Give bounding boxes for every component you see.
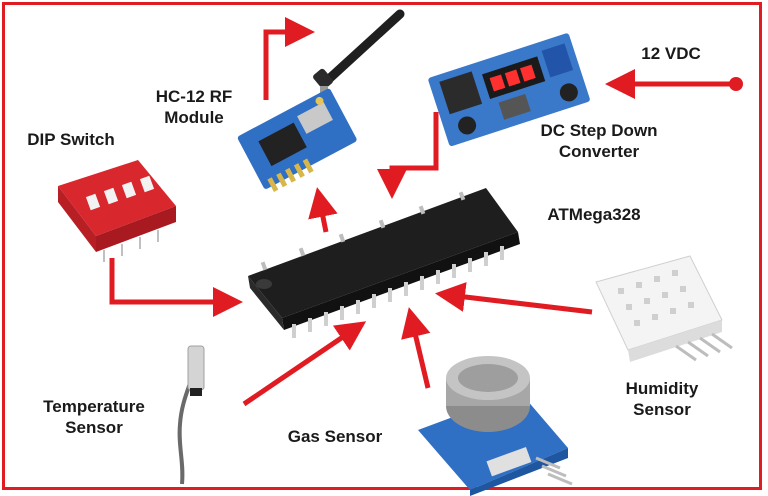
label-hc12-line2: Module [164, 108, 224, 127]
arrow-temperature-to-chip [242, 321, 367, 407]
label-hc12: HC-12 RF Module [138, 86, 250, 128]
arrow-chip-to-module [308, 187, 338, 233]
label-temp-line1: Temperature [43, 397, 145, 416]
label-hc12-line1: HC-12 RF [155, 87, 233, 106]
temperature-probe-icon [177, 345, 205, 485]
label-12vdc: 12 VDC [641, 44, 701, 63]
diagram-frame [2, 2, 762, 490]
label-temp-line2: Sensor [65, 418, 123, 437]
label-humidity: Humidity Sensor [604, 378, 720, 420]
arrow-gas-to-chip [401, 307, 431, 389]
label-dc-line1: DC Step Down [540, 121, 658, 140]
dip-switch-icon [58, 160, 176, 262]
arrow-dip-to-chip [109, 258, 243, 317]
label-humidity-line1: Humidity [625, 379, 699, 398]
label-dc-converter: DC Step Down Converter [524, 120, 674, 162]
arrow-module-to-antenna [263, 17, 315, 100]
label-atmega: ATMega328 [547, 205, 641, 224]
vdc-source-dot [729, 77, 743, 91]
microcontroller-chip-icon [248, 188, 520, 338]
label-humidity-line2: Sensor [633, 400, 691, 419]
label-temperature: Temperature Sensor [18, 396, 170, 438]
label-dc-line2: Converter [558, 142, 640, 161]
arrow-converter-to-chip [377, 112, 439, 199]
humidity-sensor-icon [595, 255, 733, 362]
antenna-icon [313, 9, 405, 96]
label-dip-switch: DIP Switch [27, 130, 115, 149]
rf-module-icon [237, 88, 357, 192]
arrow-humidity-to-chip [435, 282, 593, 315]
label-gas: Gas Sensor [287, 427, 383, 446]
gas-sensor-icon [418, 356, 573, 496]
buck-converter-icon [428, 33, 590, 147]
